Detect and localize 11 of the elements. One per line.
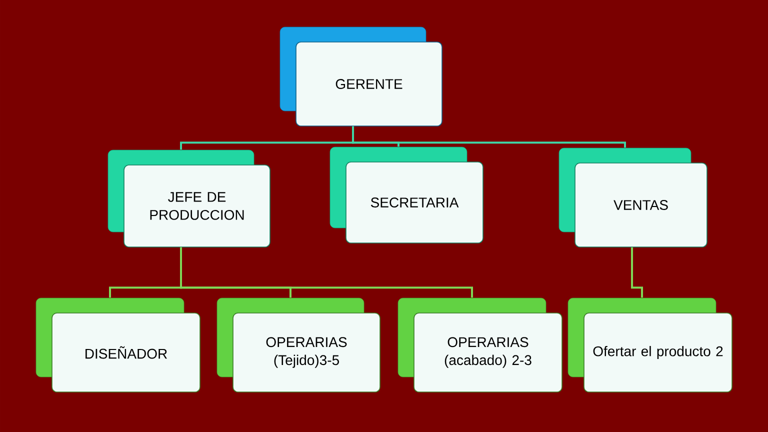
org-box: DISEÑADOR (36, 298, 200, 392)
org-box: GERENTE (280, 26, 442, 126)
connector-line (631, 247, 643, 298)
org-box: JEFE DE PRODUCCION (108, 150, 270, 248)
connector-line (352, 126, 626, 148)
org-box: VENTAS (558, 148, 708, 248)
org-box: SECRETARIA (330, 146, 484, 244)
org-box: OPERARIAS (acabado) 2-3 (398, 298, 562, 392)
org-box: OPERARIAS (Tejido)3-5 (216, 298, 380, 392)
org-box: Ofertar el producto 2 (568, 298, 732, 392)
connector-line (180, 247, 473, 298)
